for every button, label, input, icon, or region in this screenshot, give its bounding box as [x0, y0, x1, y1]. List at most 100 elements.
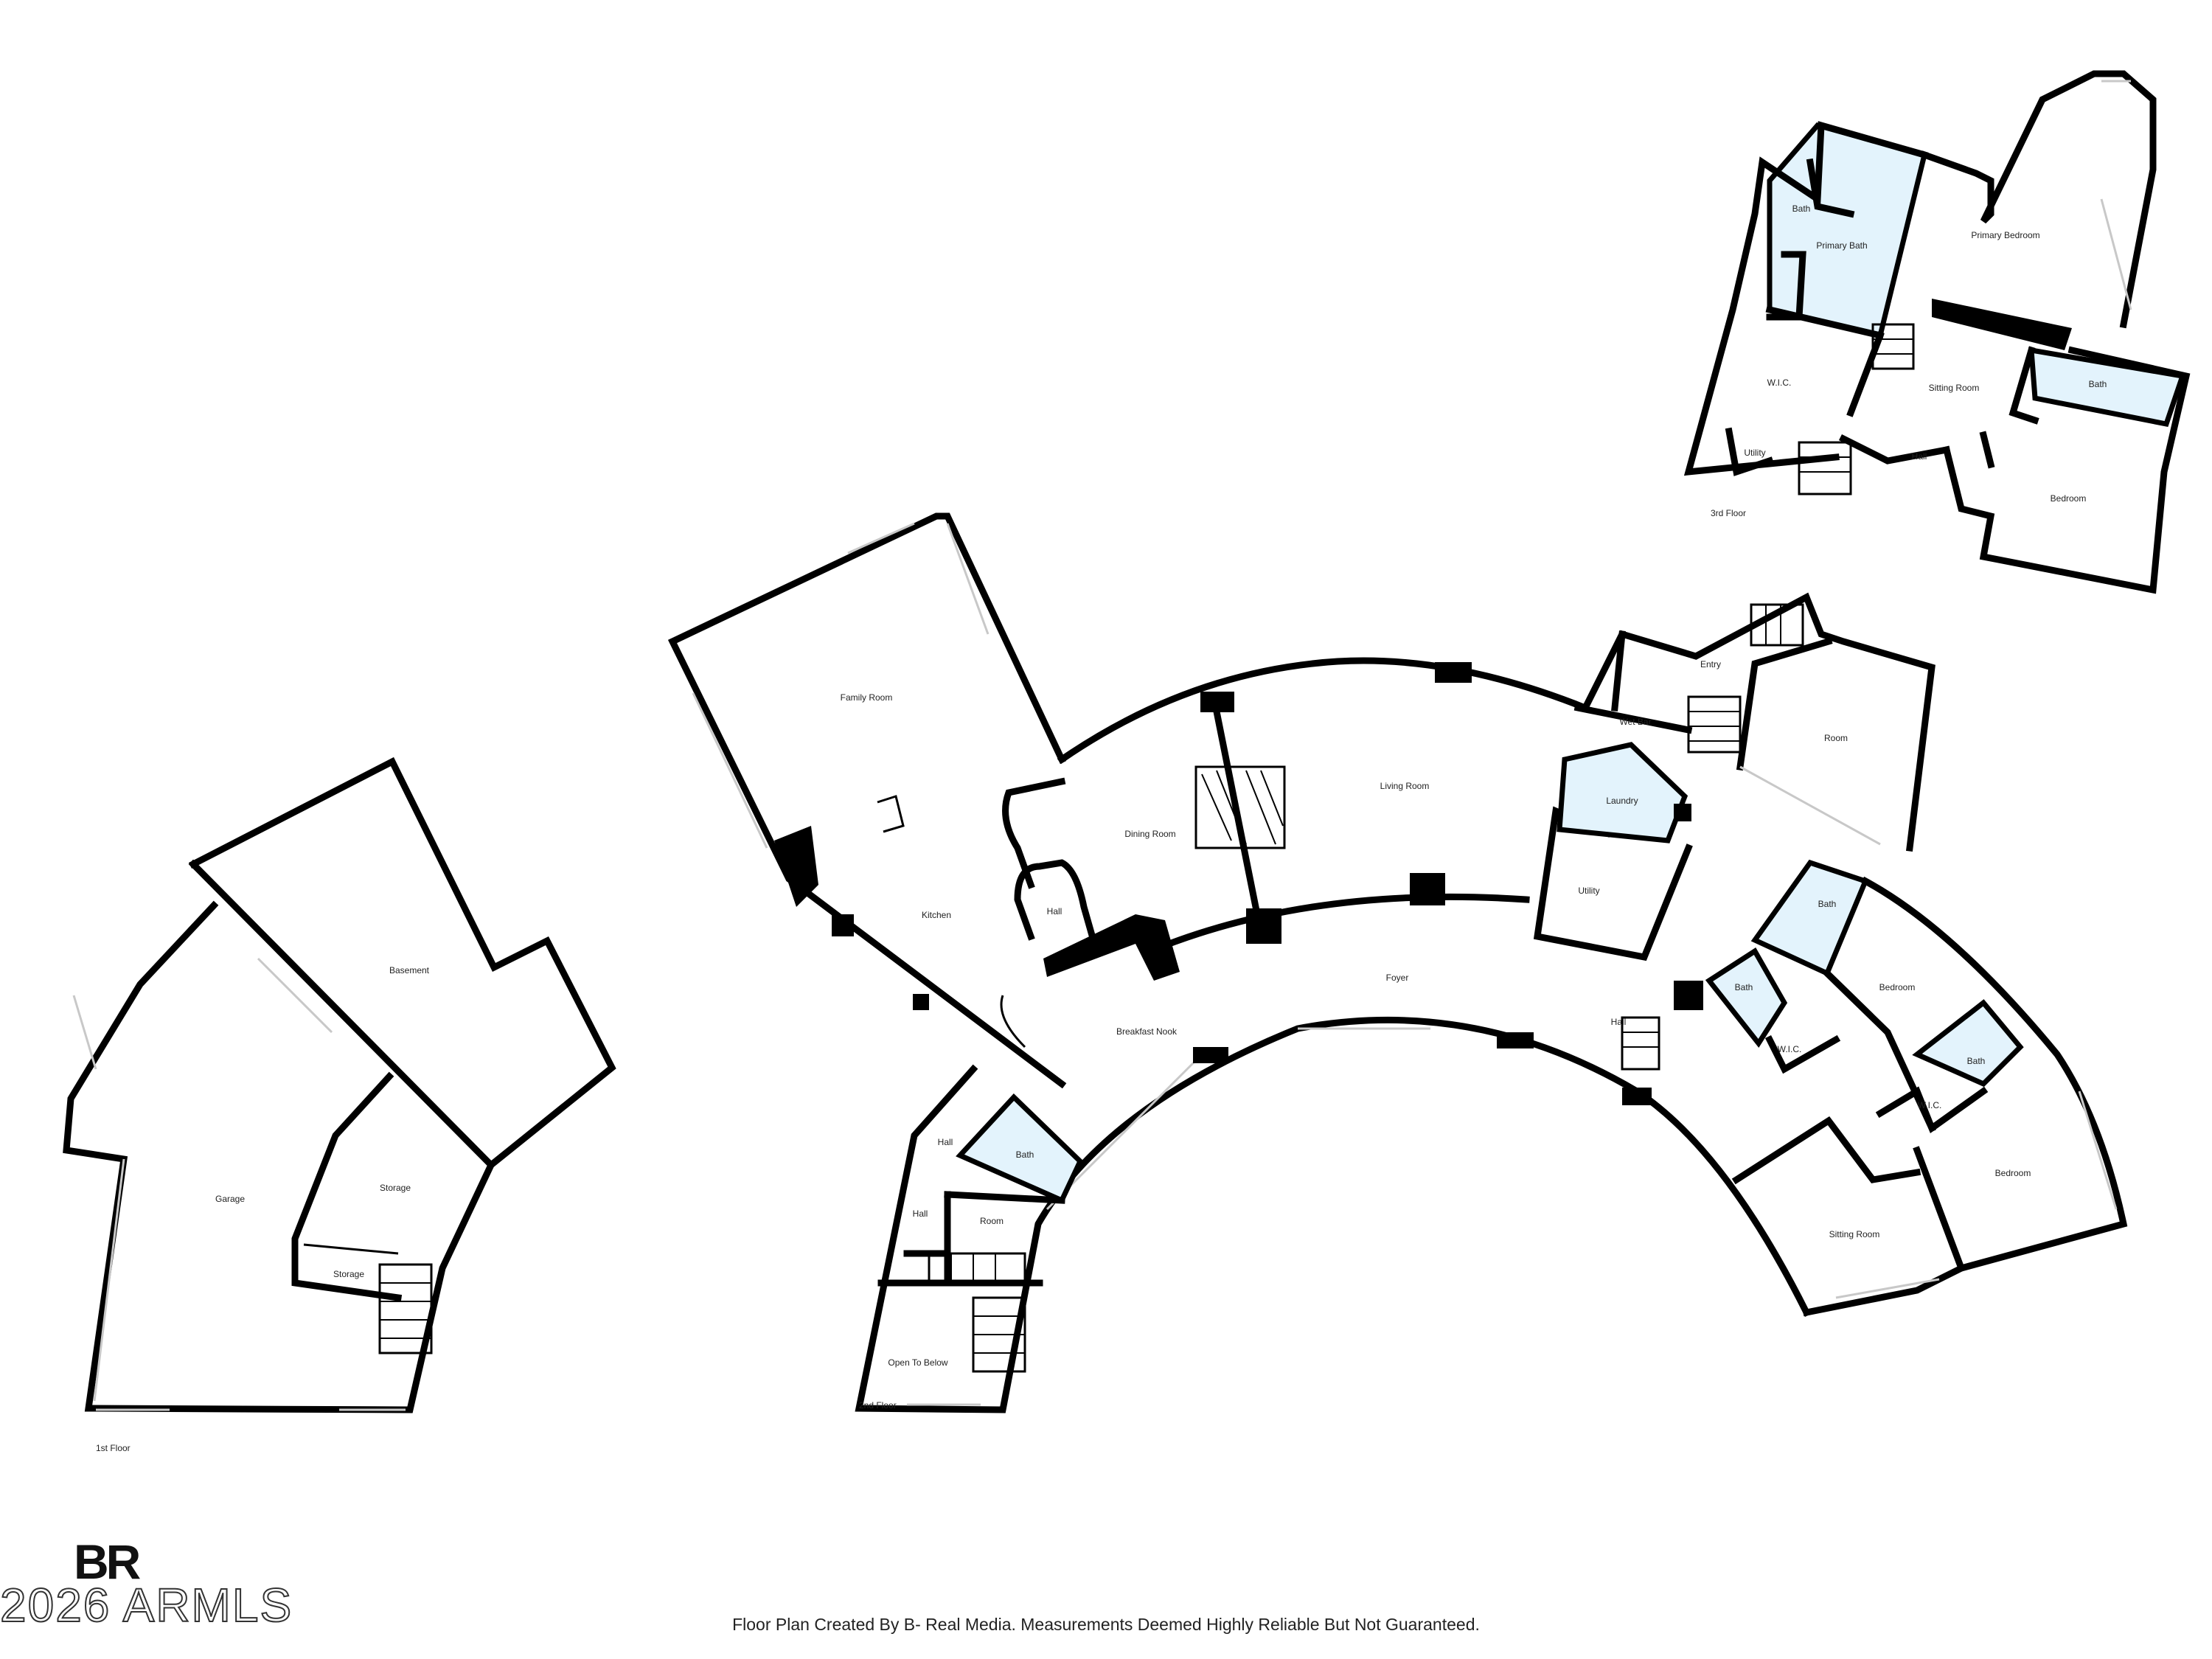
fireplace-hatch [1194, 765, 1286, 849]
brand-logo: BR [74, 1534, 141, 1589]
room-label-room: Room [1824, 733, 1848, 743]
stairs-second [928, 1252, 1026, 1373]
island [877, 795, 905, 833]
room-label-dining-room: Dining Room [1124, 829, 1175, 839]
room-left-wall [1736, 637, 1833, 771]
stairs-hall [1621, 1016, 1660, 1071]
wall [1875, 1086, 1989, 1133]
room-label-hall: Hall [913, 1208, 928, 1219]
wall [1765, 305, 1885, 340]
wall [1822, 968, 1936, 1133]
room-label-wic: W.I.C. [1918, 1100, 1942, 1110]
first-floor: Basement Garage Storage Storage 1st Floo… [63, 757, 616, 1453]
column [1246, 908, 1281, 944]
living-bottom-wall [1146, 893, 1530, 956]
room-label-utility: Utility [1744, 448, 1765, 458]
window [93, 1158, 125, 1402]
room-label-room: Room [980, 1216, 1004, 1226]
room-label-hall: Hall [1047, 906, 1062, 917]
wall [1979, 431, 1995, 469]
hall-arch [1014, 859, 1096, 941]
room-label-sitting-room: Sitting Room [1929, 383, 1980, 393]
room-label-breakfast-nook: Breakfast Nook [1116, 1026, 1178, 1037]
fireplace [774, 826, 818, 907]
wall [1846, 331, 1885, 417]
sitting-top-wall [1731, 1116, 1921, 1185]
fireplace-divider [1212, 707, 1262, 919]
room-label-bath: Bath [1792, 204, 1811, 214]
bath-floor [1705, 947, 1788, 1048]
room-label-bedroom: Bedroom [2051, 493, 2087, 504]
bath-floor [956, 1093, 1084, 1204]
column [1435, 662, 1472, 683]
room-label-foyer: Foyer [1386, 973, 1409, 983]
bedroom-outer [1942, 346, 2191, 594]
wall [944, 1191, 1065, 1204]
room-label-bath: Bath [1967, 1056, 1986, 1066]
dining-left-wall [1002, 777, 1066, 889]
sitting-bottom-wall [1802, 1263, 1966, 1317]
room-label-storage: Storage [380, 1183, 411, 1193]
wall [2008, 346, 2039, 425]
window [72, 995, 97, 1070]
room-label-sitting-room: Sitting Room [1829, 1229, 1880, 1239]
room-label-laundry: Laundry [1606, 796, 1638, 806]
room-label-basement: Basement [389, 965, 430, 975]
bath-floor [1912, 999, 2024, 1088]
column [1497, 1032, 1534, 1048]
floor-label-third: 3rd Floor [1711, 508, 1746, 518]
floor-label-second: 2nd Floor [859, 1400, 897, 1411]
wall [1766, 251, 1806, 321]
wall [1573, 703, 1693, 734]
stairs-third [1798, 323, 1915, 495]
stairs-first [378, 1263, 433, 1354]
column [1622, 1088, 1652, 1105]
room-label-hall: Hall [938, 1137, 953, 1147]
wall [1806, 158, 1855, 218]
window [1739, 765, 1881, 846]
closet-wall [1932, 299, 2072, 350]
room-label-bath: Bath [2089, 379, 2107, 389]
stair-curve [1000, 995, 1026, 1048]
window [2100, 198, 2132, 310]
room-label-hall: Hall [1912, 451, 1927, 462]
utility-wall [1725, 427, 1774, 476]
room-label-bedroom: Bedroom [1879, 982, 1916, 992]
room-label-utility: Utility [1578, 886, 1599, 896]
wall [1838, 434, 1951, 465]
column [913, 994, 929, 1010]
column [1410, 873, 1445, 905]
room-label-family-room: Family Room [841, 692, 893, 703]
disclaimer-text: Floor Plan Created By B- Real Media. Mea… [732, 1615, 1480, 1634]
room-label-bath: Bath [1016, 1150, 1034, 1160]
room-label-hall: Hall [1611, 1017, 1627, 1027]
room-label-bath: Bath [1735, 982, 1753, 992]
wall [1764, 1034, 1841, 1074]
column [1193, 1047, 1228, 1063]
foyer-outer-wall [855, 1016, 1812, 1413]
room-label-storage: Storage [333, 1269, 364, 1279]
bedroom-outer-wall [1860, 876, 2128, 1273]
room-label-primary-bedroom: Primary Bedroom [1971, 230, 2039, 240]
storage-divider [303, 1243, 399, 1255]
room-label-primary-bath: Primary Bath [1816, 240, 1867, 251]
primary-bedroom-outer [1920, 70, 2157, 329]
primary-bath-floor [1767, 122, 1928, 339]
stairs-entry [1687, 603, 1804, 754]
right-wing-top [1580, 592, 1935, 852]
window [946, 523, 990, 635]
living-top-wall [1057, 657, 1590, 765]
window [2078, 1091, 2118, 1210]
room-label-open-to-below: Open To Below [888, 1357, 947, 1368]
family-room-outline [667, 512, 1067, 1089]
third-floor: Bath Primary Bath Primary Bedroom W.I.C.… [1683, 70, 2191, 594]
bath-floor [2028, 347, 2186, 428]
room-label-wic: W.I.C. [1778, 1044, 1802, 1054]
window [692, 692, 768, 849]
room-label-wic: W.I.C. [1767, 378, 1792, 388]
basement-outline [188, 757, 616, 1170]
second-floor: Family Room Kitchen Dining Room Hall Liv… [667, 512, 2128, 1413]
wall [1611, 630, 1626, 712]
window [1835, 1278, 1940, 1299]
